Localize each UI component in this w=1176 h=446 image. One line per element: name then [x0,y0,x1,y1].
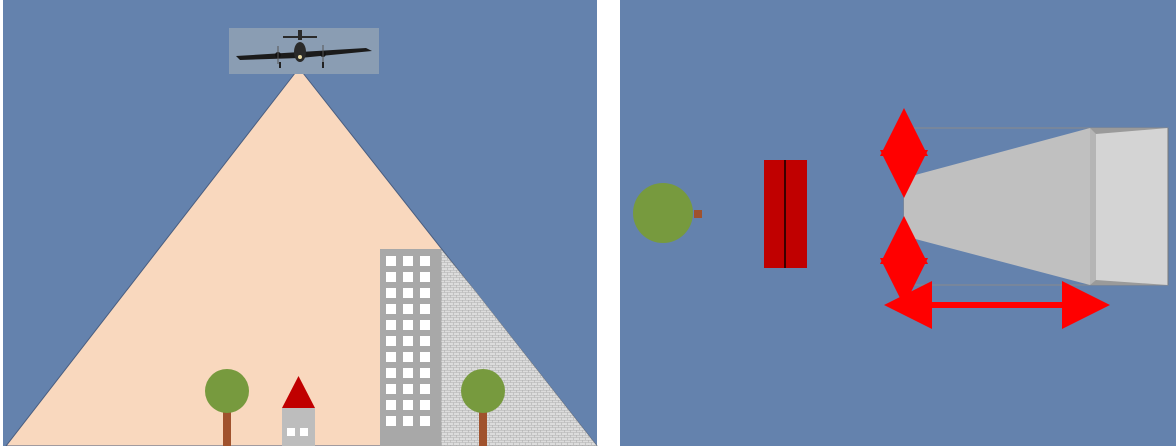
building-window [420,352,430,362]
airplane-icon [229,28,379,74]
building-window [386,272,396,282]
building-window [403,256,413,266]
building-window [403,336,413,346]
building-window [386,352,396,362]
building-window [386,256,396,266]
building-window [386,384,396,394]
sensor-housing [1090,128,1168,285]
building-window [386,288,396,298]
left-diagram-svg [0,0,600,446]
building-window [403,304,413,314]
building-window [403,368,413,378]
building-window [403,320,413,330]
right-diagram-svg [618,0,1176,446]
building-window [420,416,430,426]
building-window [420,304,430,314]
building-window [403,416,413,426]
left-diagram-panel [0,0,600,446]
building-window [386,416,396,426]
building-window [420,336,430,346]
building-icon [380,249,441,446]
building-window [420,368,430,378]
building-window [386,320,396,330]
building-window [386,336,396,346]
building-window [403,288,413,298]
building-window [403,272,413,282]
building-window [386,368,396,378]
building-window [420,288,430,298]
right-diagram-panel [618,0,1176,446]
building-window [403,384,413,394]
building-window [386,304,396,314]
building-window [386,400,396,410]
building-window [420,272,430,282]
building-window [403,400,413,410]
detector-block [764,160,807,268]
building-window [420,256,430,266]
building-window [420,320,430,330]
building-window [403,352,413,362]
building-window [420,384,430,394]
building-window [420,400,430,410]
